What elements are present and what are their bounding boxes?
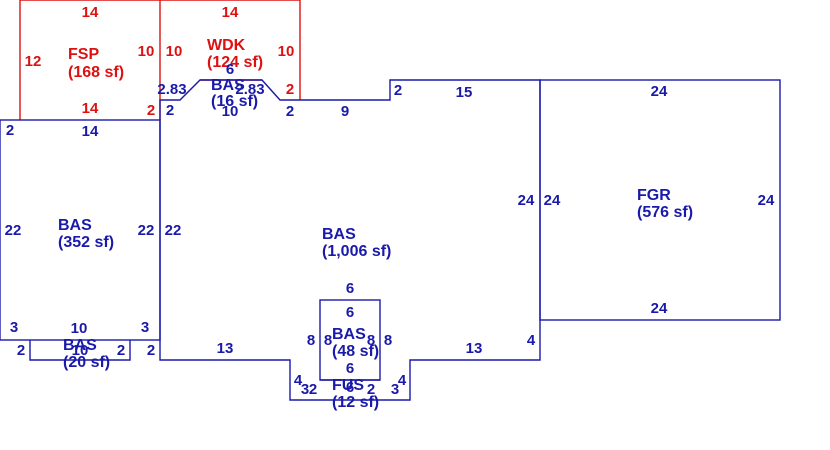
dim-small-r: 2 (117, 342, 125, 359)
dim-bay-bl: 2 (166, 102, 174, 119)
dim-wdk-top: 14 (222, 4, 239, 21)
dim-bay-l: 2.83 (157, 81, 186, 98)
fsp-code: FSP (68, 46, 99, 63)
dim-left-r: 22 (138, 222, 155, 239)
fsp-outline (19, 0, 161, 120)
dim-left-br: 3 (141, 319, 149, 336)
garage-outline (539, 79, 781, 321)
dim-small-rr: 2 (147, 342, 155, 359)
fus-code: FUS (332, 377, 364, 394)
dim-main-2: 2 (394, 82, 402, 99)
dim-box-top-out: 6 (346, 280, 354, 297)
fsp-area: (168 sf) (68, 64, 124, 81)
dim-wdk-right: 10 (278, 43, 295, 60)
dim-wdk-bottom: 10 (222, 103, 239, 120)
fus-area: (12 sf) (332, 394, 379, 411)
dim-gar-bottom: 24 (651, 300, 668, 317)
dim-step-r3: 3 (391, 381, 399, 398)
dim-box-b: 6 (346, 360, 354, 377)
dim-fsp-bottom: 14 (82, 100, 99, 117)
dim-left-bl: 3 (10, 319, 18, 336)
fgr-area: (576 sf) (637, 204, 693, 221)
dim-wdk-left: 10 (166, 43, 183, 60)
dim-left-l: 22 (5, 222, 22, 239)
dim-main-br: 13 (466, 340, 483, 357)
bas-20-code: BAS (63, 337, 97, 354)
dim-box-r-out: 8 (384, 332, 392, 349)
bas-48-area: (48 sf) (332, 343, 379, 360)
bas-left-area: (352 sf) (58, 234, 114, 251)
dim-left-b: 10 (71, 320, 88, 337)
dim-gar-left: 24 (544, 192, 561, 209)
wdk-area: (124 sf) (207, 54, 263, 71)
dim-bay-top: 6 (226, 61, 234, 78)
dim-left-top: 14 (82, 123, 99, 140)
dim-step-r4: 4 (398, 372, 407, 389)
dim-left-tl: 2 (6, 122, 14, 139)
bas-48-code: BAS (332, 326, 366, 343)
dim-step-r2: 2 (367, 381, 375, 398)
red-area-labels: FSP (168 sf) WDK (124 sf) (68, 37, 263, 81)
dim-step-6: 6 (346, 379, 354, 396)
dim-gar-top: 24 (651, 83, 668, 100)
dim-fsp-right: 10 (138, 43, 155, 60)
dim-box-l-in: 8 (324, 332, 332, 349)
dim-wdk-br: 2 (286, 81, 294, 98)
bas-small-code: BAS (211, 77, 245, 94)
wdk-outline (160, 0, 301, 100)
building-outlines (0, 79, 781, 401)
bas-small-outline (29, 340, 131, 361)
dim-box-l-out: 8 (307, 332, 315, 349)
dim-bay-br: 2 (286, 103, 294, 120)
bas-20-area: (20 sf) (63, 354, 110, 371)
dim-box-r-in: 8 (367, 332, 375, 349)
blue-area-labels: BAS (16 sf) BAS (352 sf) BAS (1,006 sf) … (58, 77, 693, 411)
dim-fsp-top: 14 (82, 4, 99, 21)
dim-main-9: 9 (341, 103, 349, 120)
wdk-code: WDK (207, 37, 246, 54)
dim-small-l: 2 (17, 342, 25, 359)
bas-main-area: (1,006 sf) (322, 243, 391, 260)
dim-main-right: 24 (518, 192, 535, 209)
dim-main-bl: 13 (217, 340, 234, 357)
dim-gar-right: 24 (758, 192, 775, 209)
dim-small-b: 10 (72, 342, 89, 359)
blue-dimensions: 6 2.83 2.83 2 10 2 9 2 15 2 14 22 22 22 … (5, 61, 775, 398)
dim-fsp-br: 2 (147, 102, 155, 119)
dim-main-15: 15 (456, 84, 473, 101)
red-dimensions: 14 12 10 14 2 14 10 10 2 (25, 4, 295, 119)
dim-step-l3: 3 (301, 381, 309, 398)
bas-left-code: BAS (58, 217, 92, 234)
bas-small-area: (16 sf) (211, 93, 258, 110)
dim-main-left: 22 (165, 222, 182, 239)
dim-step-l2: 2 (309, 381, 317, 398)
bas-main-code: BAS (322, 226, 356, 243)
dim-main-4: 4 (527, 332, 536, 349)
dim-bay-r: 2.83 (235, 81, 264, 98)
fgr-code: FGR (637, 187, 671, 204)
dim-fsp-left: 12 (25, 53, 42, 70)
dim-box-top-in: 6 (346, 304, 354, 321)
dim-step-l4: 4 (294, 372, 303, 389)
